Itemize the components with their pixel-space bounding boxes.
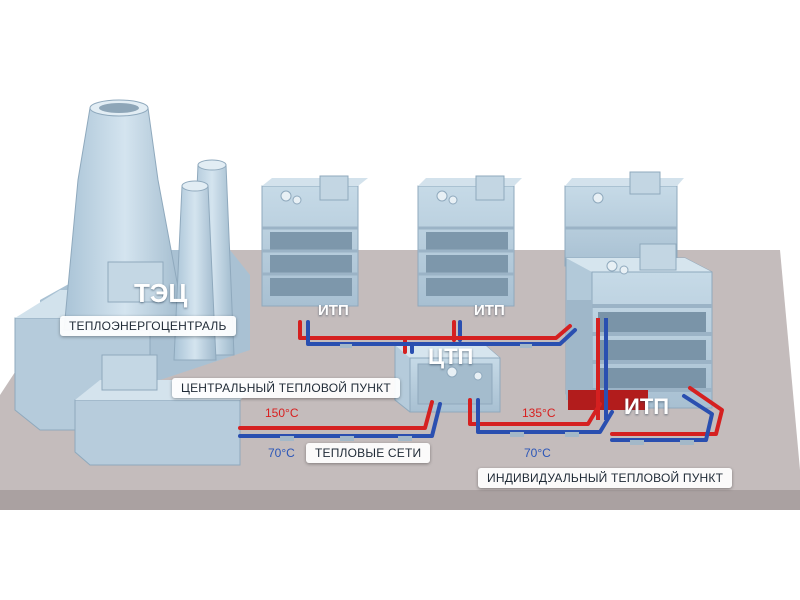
itp-abbreviation-2: ИТП	[474, 302, 505, 319]
return-temp-plant: 70°C	[268, 446, 295, 460]
apartment-building-1	[261, 175, 368, 307]
return-pipe-back	[306, 320, 414, 354]
return-pipe-main	[238, 402, 442, 438]
itp-abbreviation-3: ИТП	[624, 394, 670, 419]
return-pipe-itp	[476, 398, 614, 434]
return-temp-itp: 70°C	[524, 446, 551, 460]
tec-full-name: ТЕПЛОЭНЕРГОЦЕНТРАЛЬ	[60, 316, 236, 336]
heating-network-pipes	[238, 320, 724, 445]
heating-networks-label: ТЕПЛОВЫЕ СЕТИ	[306, 443, 431, 463]
tec-abbreviation: ТЭЦ	[134, 278, 188, 308]
supply-pipe-main	[238, 400, 434, 430]
supply-pipe-itp	[468, 398, 602, 426]
ground-edge	[0, 490, 800, 510]
apartment-building-2	[417, 175, 522, 307]
ctp-abbreviation: ЦТП	[428, 344, 474, 369]
itp-full-name: ИНДИВИДУАЛЬНЫЙ ТЕПЛОВОЙ ПУНКТ	[478, 468, 733, 488]
itp-abbreviation-1: ИТП	[318, 302, 349, 319]
supply-temp-itp: 135°C	[522, 406, 556, 420]
ctp-full-name: ЦЕНТРАЛЬНЫЙ ТЕПЛОВОЙ ПУНКТ	[172, 378, 400, 398]
supply-temp-plant: 150°C	[265, 406, 299, 420]
apartment-building-3	[564, 171, 684, 267]
